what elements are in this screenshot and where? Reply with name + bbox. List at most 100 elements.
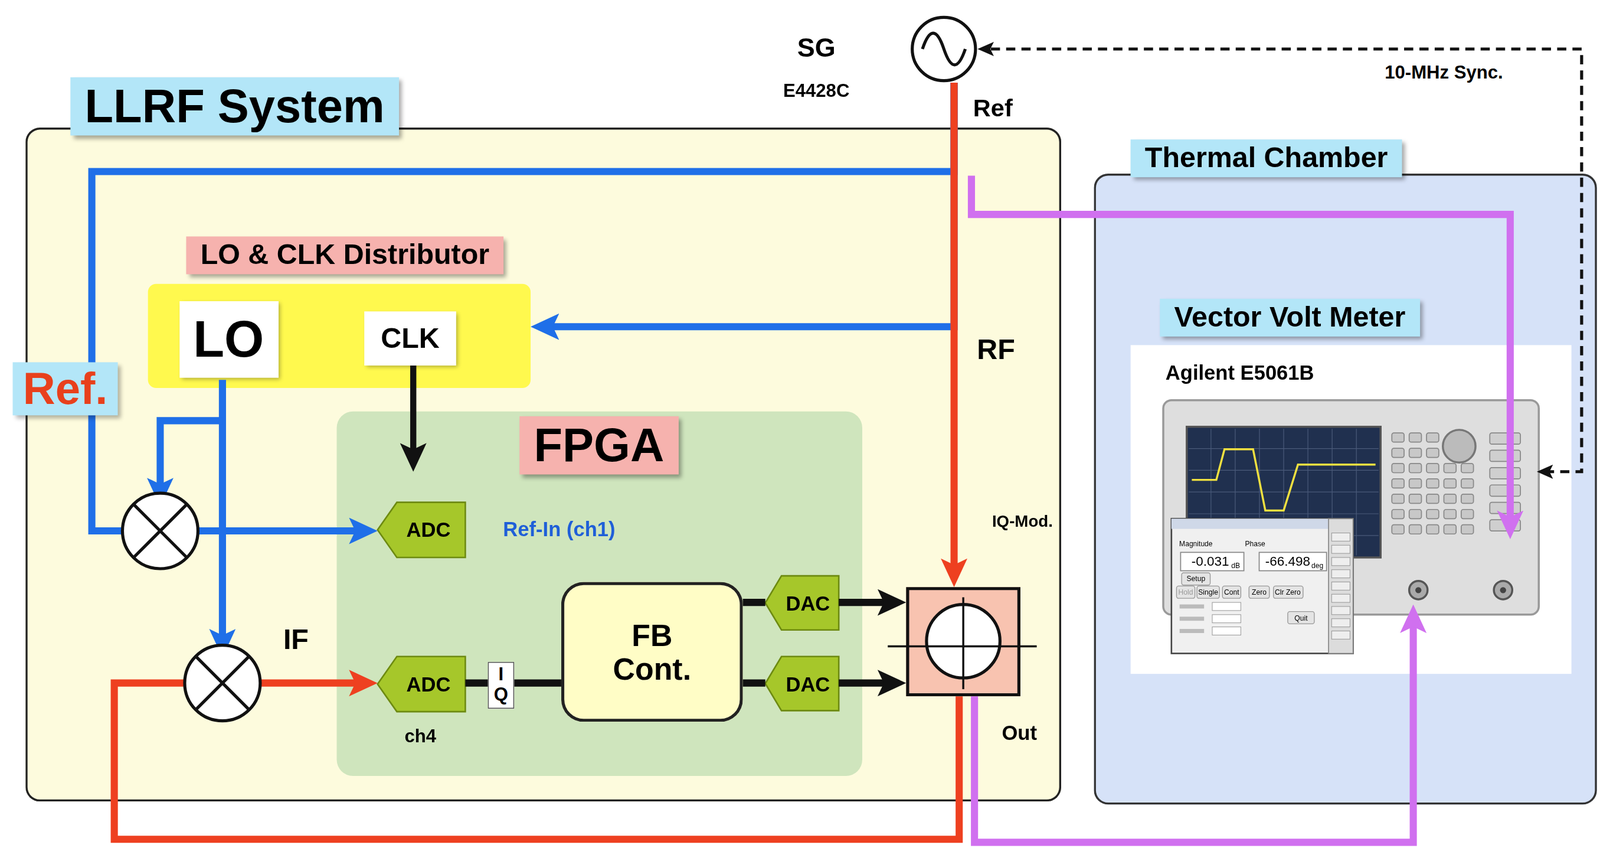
node-title: FB Cont. xyxy=(613,617,692,686)
adc-block: ADC xyxy=(377,656,466,712)
signal-label: ch4 xyxy=(404,726,437,747)
rf-port-core xyxy=(1415,586,1422,593)
feedback-controller: FB Cont. xyxy=(561,581,744,722)
signal-connector xyxy=(971,175,1511,525)
window-sidebar xyxy=(1328,518,1353,653)
edge-label-holder: 10-MHz Sync. xyxy=(1379,61,1509,86)
side-button xyxy=(1331,557,1350,566)
screen-grid xyxy=(1188,469,1379,471)
input-field xyxy=(1212,626,1241,636)
screen-text: Phase xyxy=(1244,540,1265,548)
key-button xyxy=(1443,493,1456,504)
label-holder: Clr Zero xyxy=(1274,587,1301,596)
text-holder: SG xyxy=(797,33,836,63)
node-subtitle: E4428C xyxy=(783,81,850,102)
ref-callout: Ref. xyxy=(10,357,121,421)
dac-block: DAC xyxy=(765,575,839,630)
node-title: LLRF System xyxy=(70,77,399,136)
text-holder: E4428C xyxy=(783,81,850,102)
window-button xyxy=(1222,585,1241,598)
key-button xyxy=(1409,493,1422,504)
signal-label: Ref xyxy=(973,94,1013,122)
block-outline xyxy=(765,656,839,711)
screen-trace xyxy=(1191,449,1376,511)
label-holder: Ref xyxy=(973,94,1013,122)
screen-text: Setup xyxy=(1186,574,1206,583)
lo-line xyxy=(159,420,222,492)
key-button xyxy=(1409,447,1422,458)
key-button xyxy=(1391,493,1405,504)
label-holder: Single xyxy=(1198,587,1219,596)
label-holder: Cont xyxy=(1224,587,1240,596)
input-field xyxy=(1212,614,1241,623)
key-button xyxy=(1409,432,1422,443)
mixer-symbol xyxy=(184,645,261,721)
iq-shape xyxy=(905,586,1021,696)
signal-label: Ref-In (ch1) xyxy=(502,517,615,541)
mixer-symbol xyxy=(122,492,198,569)
clk-box: CLK xyxy=(364,311,457,366)
screen-text: -0.031 xyxy=(1191,554,1230,569)
window-titlebar xyxy=(1171,518,1329,529)
screen-text: Hold xyxy=(1178,587,1194,596)
side-button xyxy=(1331,544,1350,554)
label-holder: dB xyxy=(1231,561,1240,569)
key-button xyxy=(1489,502,1521,514)
key-button xyxy=(1443,509,1456,519)
key-button xyxy=(1461,524,1474,535)
screen-text: Quit xyxy=(1294,614,1308,623)
key-button xyxy=(1391,478,1405,489)
node-title: Vector Volt Meter xyxy=(1159,298,1420,337)
mixer-cross xyxy=(195,655,250,709)
cross-line xyxy=(887,645,1037,647)
label-holder: ch4 xyxy=(404,726,437,747)
signal-connector xyxy=(974,618,1413,843)
key-button xyxy=(1391,463,1405,473)
window-button xyxy=(1176,585,1195,598)
screen-grid xyxy=(1188,512,1379,514)
label-holder: Phase xyxy=(1244,540,1265,548)
side-button xyxy=(1331,618,1350,627)
side-button xyxy=(1331,532,1350,542)
node-title: IQ-Mod. xyxy=(992,512,1053,530)
key-button xyxy=(1461,493,1474,504)
screen-grid xyxy=(1188,447,1379,449)
signal-connector xyxy=(838,679,892,687)
software-window xyxy=(1171,518,1354,653)
mixer-circle xyxy=(122,492,198,569)
dac-block: DAC xyxy=(765,656,839,711)
value-box xyxy=(1180,551,1244,571)
adc-block: ADC xyxy=(377,502,466,558)
key-button xyxy=(1489,467,1521,479)
side-button xyxy=(1331,581,1350,591)
key-button xyxy=(1489,484,1521,496)
node-title: SG xyxy=(797,33,836,63)
node-title: ADC xyxy=(406,518,451,541)
fpga-region: ADCADCFB Cont.DACDACFPGA xyxy=(336,411,863,776)
key-button xyxy=(1409,524,1422,535)
text-holder: ADC xyxy=(406,672,451,695)
side-button xyxy=(1331,630,1350,639)
key-button xyxy=(1391,509,1405,519)
signal-connector xyxy=(743,598,766,606)
key-button xyxy=(1461,478,1474,489)
label-holder: -0.031 xyxy=(1191,554,1230,569)
key-button xyxy=(1391,524,1405,535)
key-button xyxy=(1443,478,1456,489)
text-holder: DAC xyxy=(785,672,830,695)
signal-connector xyxy=(985,48,1582,472)
edge-label: 10-MHz Sync. xyxy=(1379,61,1509,86)
key-button xyxy=(1489,449,1521,461)
text-holder: Ref. xyxy=(12,361,119,416)
label-holder: Setup xyxy=(1186,574,1206,583)
screen-text: deg xyxy=(1311,561,1324,569)
signal-connector xyxy=(950,82,958,573)
label-holder: Out xyxy=(1001,721,1037,744)
mixer-cross xyxy=(133,504,187,558)
field-caption xyxy=(1179,616,1204,621)
label-holder: Ref-In (ch1) xyxy=(502,517,615,541)
window-button xyxy=(1248,585,1270,598)
key-button xyxy=(1391,447,1405,458)
field-caption xyxy=(1179,604,1204,609)
